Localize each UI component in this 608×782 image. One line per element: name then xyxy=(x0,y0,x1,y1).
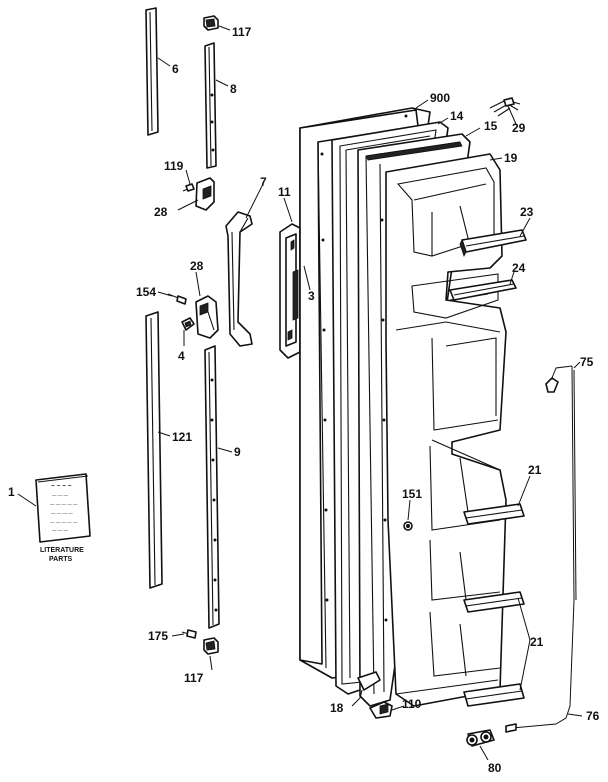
svg-text:— — — — —: — — — — — xyxy=(50,520,78,525)
part-29-spring-clip xyxy=(489,97,521,117)
part-28-lower-bracket xyxy=(195,295,219,339)
callout-28-lower: 28 xyxy=(190,259,204,273)
callout-117-bottom: 117 xyxy=(184,671,204,685)
callout-24: 24 xyxy=(512,261,526,275)
callout-29: 29 xyxy=(512,121,526,135)
svg-text:— — —: — — — xyxy=(52,493,69,498)
callout-117-top: 117 xyxy=(232,25,252,39)
part-24-shelf-rail xyxy=(449,279,517,301)
part-75-76-wire-harness xyxy=(505,365,577,733)
part-110-bushing xyxy=(369,701,393,719)
part-154-screw xyxy=(167,293,187,305)
part-4-clip xyxy=(181,317,195,331)
callout-119: 119 xyxy=(164,159,184,173)
part-80-roller xyxy=(466,729,495,747)
literature-label-line2: PARTS xyxy=(49,556,73,563)
callout-76: 76 xyxy=(586,709,600,723)
part-8-channel xyxy=(204,42,217,169)
callout-11: 11 xyxy=(278,185,291,199)
callout-8: 8 xyxy=(230,82,237,96)
part-9-channel xyxy=(204,345,220,629)
callout-110: 110 xyxy=(402,697,422,711)
part-117-bottom-cap xyxy=(203,637,219,655)
callout-21-lower: 21 xyxy=(530,635,544,649)
callout-4: 4 xyxy=(178,349,185,363)
part-21-bin-rail-upper xyxy=(463,503,525,525)
svg-text:— — —: — — — xyxy=(52,528,69,533)
callout-175: 175 xyxy=(148,629,168,643)
callout-3: 3 xyxy=(308,289,315,303)
part-1-literature-booklet: ~ ~ ~ ~ — — — — — — — — — — — — — — — — … xyxy=(35,473,91,543)
callout-19: 19 xyxy=(504,151,518,165)
svg-text:— — — — —: — — — — — xyxy=(50,502,78,507)
callout-80: 80 xyxy=(488,761,502,775)
part-119-screw xyxy=(182,183,195,192)
callout-154: 154 xyxy=(136,285,156,299)
callout-1: 1 xyxy=(8,485,15,499)
part-121-trim-strip xyxy=(145,311,163,589)
part-19-door-liner xyxy=(385,153,507,707)
callout-9: 9 xyxy=(234,445,241,459)
callout-151: 151 xyxy=(402,487,422,501)
part-151-plug xyxy=(403,521,413,531)
part-21-bin-rail-lower xyxy=(463,683,525,707)
part-117-top-cap xyxy=(203,15,219,31)
callout-7: 7 xyxy=(260,175,267,189)
callout-900: 900 xyxy=(430,91,450,105)
leader-lines xyxy=(17,25,583,761)
part-6-trim-strip xyxy=(145,7,159,136)
part-28-upper-bracket xyxy=(195,177,215,211)
svg-text:~ ~ ~ ~: ~ ~ ~ ~ xyxy=(51,483,72,490)
literature-label-line1: LITERATURE xyxy=(40,547,84,554)
callout-28-upper: 28 xyxy=(154,205,168,219)
callout-15: 15 xyxy=(484,119,498,133)
callout-14: 14 xyxy=(450,109,464,123)
part-7-door-handle xyxy=(225,211,253,347)
part-21-bin-rail-middle xyxy=(463,591,525,613)
callout-75: 75 xyxy=(580,355,594,369)
part-11-handle-mount xyxy=(279,223,301,359)
callout-121: 121 xyxy=(172,430,192,444)
callout-21-upper: 21 xyxy=(528,463,542,477)
part-175-screw xyxy=(181,629,197,639)
callout-18: 18 xyxy=(330,701,344,715)
callout-23: 23 xyxy=(520,205,534,219)
part-18-hinge-bracket xyxy=(357,671,381,699)
svg-text:— — — —: — — — — xyxy=(51,511,73,516)
callout-6: 6 xyxy=(172,62,179,76)
part-23-shelf-rail xyxy=(459,229,527,258)
